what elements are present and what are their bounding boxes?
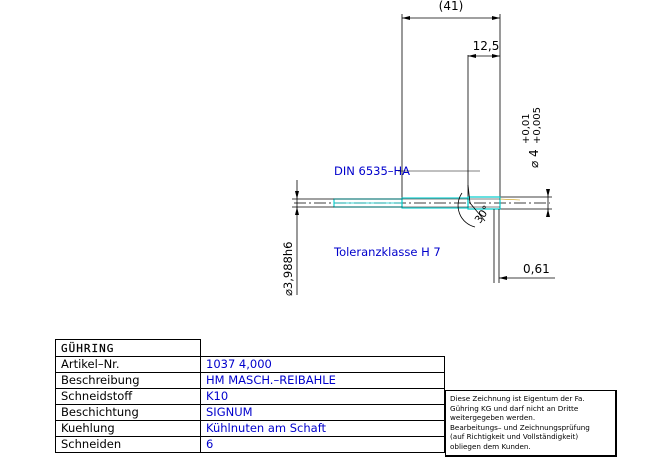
- chamfer-detail: [499, 198, 521, 201]
- row-value: 1037 4,000: [200, 356, 445, 373]
- table-row: Artikel–Nr. 1037 4,000: [55, 356, 445, 373]
- dim-tolerance-lower: +0,005: [532, 107, 543, 144]
- notice-line: Diese Zeichnung ist Eigentum der Fa.: [450, 394, 585, 403]
- row-label: Schneidstoff: [55, 388, 201, 405]
- row-label: Kuehlung: [55, 420, 201, 437]
- tool-shank: [467, 196, 501, 210]
- angle-leg-2: [467, 184, 471, 204]
- angle-leg-1: [469, 202, 486, 222]
- notice-line: (auf Richtigkeit und Vollständigkeit): [450, 432, 579, 441]
- row-label: Beschreibung: [55, 372, 201, 389]
- dim-tolerance-upper: +0,01: [521, 113, 532, 144]
- arrow-shank-left: [468, 54, 476, 58]
- logo-spacer: [200, 339, 445, 357]
- row-value: HM MASCH.–REIBAHLE: [200, 372, 445, 389]
- notice-line: weitergegeben werden.: [450, 413, 536, 422]
- arrow-chamfer: [499, 276, 507, 280]
- row-label: Schneiden: [55, 436, 201, 453]
- table-row: Schneiden 6: [55, 436, 445, 453]
- angle-arc: [457, 192, 476, 228]
- tolerance-class-label: Toleranzklasse H 7: [333, 245, 441, 259]
- title-block: GÜHRING Artikel–Nr. 1037 4,000 Beschreib…: [55, 339, 445, 453]
- arrow-diameter-top: [546, 189, 550, 197]
- arrow-overall-left: [402, 16, 410, 20]
- table-row: Kuehlung Kühlnuten am Schaft: [55, 420, 445, 437]
- dim-diameter-label: ⌀ 4: [527, 149, 541, 168]
- row-label: Artikel–Nr.: [55, 356, 201, 373]
- guehring-logo: GÜHRING: [61, 341, 115, 355]
- standard-label: DIN 6535–HA: [334, 164, 410, 178]
- table-row: Schneidstoff K10: [55, 388, 445, 405]
- row-value: Kühlnuten am Schaft: [200, 420, 445, 437]
- dim-overall-label: (41): [439, 0, 464, 13]
- ownership-notice: Diese Zeichnung ist Eigentum der Fa. Güh…: [445, 390, 617, 457]
- notice-line: obliegen dem Kunden.: [450, 441, 531, 451]
- logo-cell: GÜHRING: [55, 339, 201, 357]
- dim-shank-label: 12,5: [473, 39, 500, 53]
- arrow-overall-right: [492, 16, 500, 20]
- arrow-diameter-bottom: [546, 209, 550, 217]
- arrow-cut-top: [295, 191, 299, 199]
- row-value: SIGNUM: [200, 404, 445, 421]
- row-value: K10: [200, 388, 445, 405]
- dim-cut-diameter-label: ⌀3,988h6: [281, 242, 295, 296]
- notice-line: Bearbeitungs– und Zeichnungsprüfung: [450, 422, 590, 432]
- row-value: 6: [200, 436, 445, 453]
- arrow-shank-right: [492, 54, 500, 58]
- row-label: Beschichtung: [55, 404, 201, 421]
- dim-chamfer-label: 0,61: [523, 262, 550, 276]
- notice-line: Gühring KG und darf nicht an Dritte: [450, 403, 579, 413]
- table-row: Beschichtung SIGNUM: [55, 404, 445, 421]
- arrow-cut-bottom: [295, 207, 299, 215]
- table-row: Beschreibung HM MASCH.–REIBAHLE: [55, 372, 445, 389]
